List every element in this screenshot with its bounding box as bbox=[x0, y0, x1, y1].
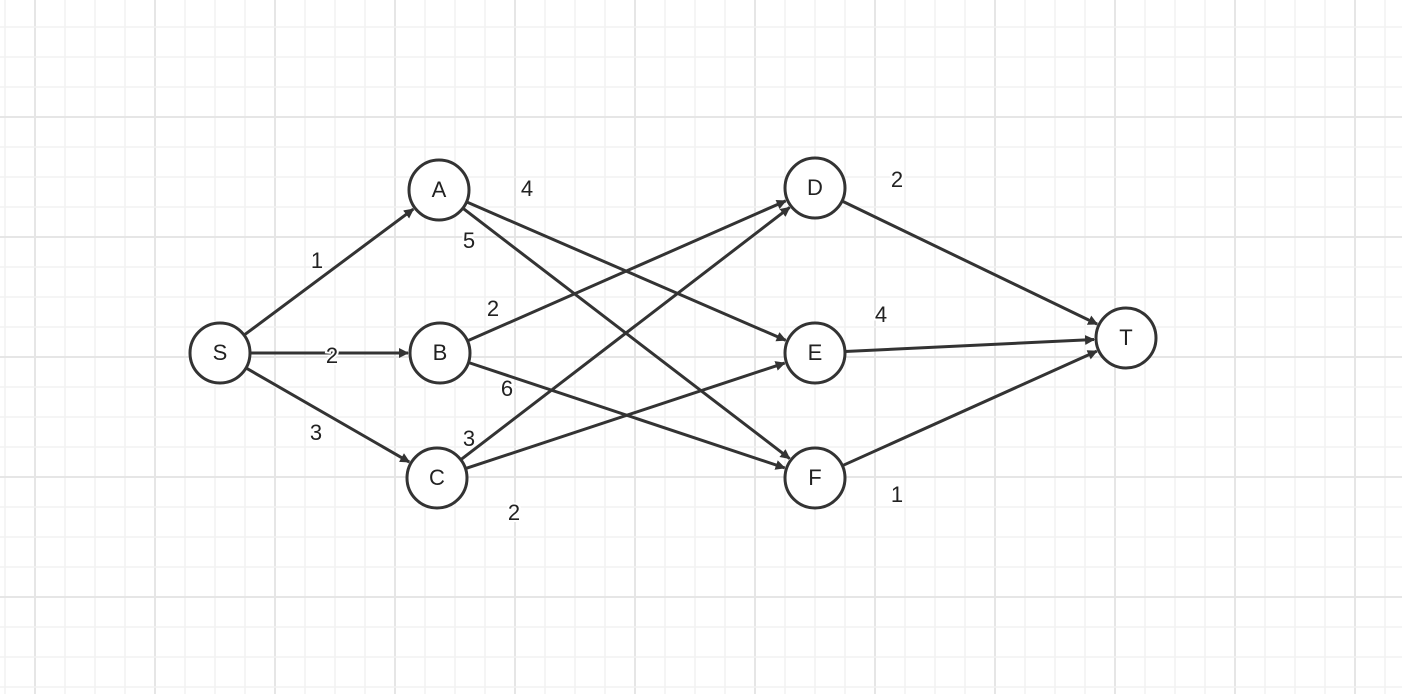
node-label: B bbox=[433, 340, 448, 365]
node-circle bbox=[783, 156, 847, 220]
edge-weight-s-a: 1 bbox=[311, 248, 323, 273]
edge-weight-f-t: 1 bbox=[891, 482, 903, 507]
node-circle bbox=[405, 446, 469, 510]
node-label: T bbox=[1119, 325, 1132, 350]
node-label: A bbox=[432, 177, 447, 202]
node-circle bbox=[783, 321, 847, 385]
edge-s-c[interactable] bbox=[245, 366, 411, 464]
edge-weight-e-t: 4 bbox=[875, 302, 887, 327]
node-d[interactable]: D bbox=[783, 156, 847, 220]
node-e[interactable]: E bbox=[783, 321, 847, 385]
edge-weight-a-e: 4 bbox=[521, 176, 533, 201]
node-circle bbox=[408, 321, 472, 385]
edge-weight-a-f: 5 bbox=[463, 228, 475, 253]
edge-s-a[interactable] bbox=[243, 207, 415, 337]
nodes: S A B C D E F T bbox=[188, 156, 1158, 510]
node-label: D bbox=[807, 175, 823, 200]
node-b[interactable]: B bbox=[408, 321, 472, 385]
edge-c-e[interactable] bbox=[465, 361, 786, 471]
edge-weight-b-d: 2 bbox=[487, 296, 499, 321]
edge-b-d[interactable] bbox=[466, 199, 787, 343]
node-label: S bbox=[213, 340, 228, 365]
node-s[interactable]: S bbox=[188, 321, 252, 385]
node-label: E bbox=[808, 340, 823, 365]
node-t[interactable]: T bbox=[1094, 306, 1158, 370]
edge-weight-labels: 1 2 3 4 5 2 6 3 2 2 4 1 bbox=[308, 165, 905, 527]
edge-weight-d-t: 2 bbox=[891, 167, 903, 192]
edge-c-d[interactable] bbox=[459, 206, 791, 461]
edge-weight-c-e: 2 bbox=[508, 500, 520, 525]
edge-weight-s-c: 3 bbox=[310, 420, 322, 445]
edge-f-t[interactable] bbox=[841, 349, 1098, 468]
node-circle bbox=[407, 158, 471, 222]
node-label: F bbox=[808, 465, 821, 490]
edge-weight-s-b: 2 bbox=[326, 343, 338, 368]
node-circle bbox=[1094, 306, 1158, 370]
node-a[interactable]: A bbox=[407, 158, 471, 222]
node-circle bbox=[188, 321, 252, 385]
edge-d-t[interactable] bbox=[841, 199, 1099, 326]
node-f[interactable]: F bbox=[783, 446, 847, 510]
node-label: C bbox=[429, 465, 445, 490]
node-c[interactable]: C bbox=[405, 446, 469, 510]
edge-weight-c-d: 3 bbox=[463, 426, 475, 451]
node-circle bbox=[783, 446, 847, 510]
edge-weight-b-f: 6 bbox=[501, 376, 513, 401]
edges bbox=[243, 199, 1099, 471]
edge-e-t[interactable] bbox=[844, 334, 1096, 354]
